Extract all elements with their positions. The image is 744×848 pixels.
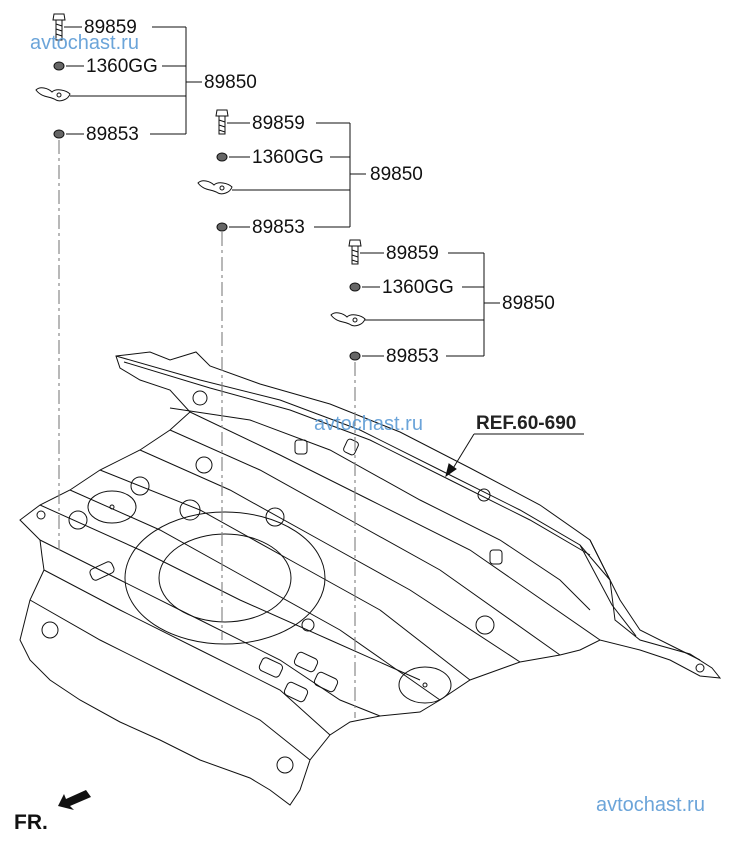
hardware-group-2 bbox=[197, 109, 366, 232]
left-well bbox=[87, 490, 137, 524]
clip-icon bbox=[35, 87, 71, 102]
part-number-nut[interactable]: 89853 bbox=[252, 217, 305, 238]
assembly-number[interactable]: 89850 bbox=[502, 293, 555, 314]
clip-icon bbox=[197, 180, 233, 195]
part-number-bolt[interactable]: 89859 bbox=[84, 17, 137, 38]
front-direction-label: FR. bbox=[14, 811, 48, 834]
arrow-icon bbox=[445, 463, 457, 478]
washer-icon bbox=[53, 61, 65, 71]
reference-label[interactable]: REF.60-690 bbox=[476, 413, 577, 434]
nut-icon bbox=[216, 222, 228, 232]
right-well bbox=[398, 666, 452, 704]
part-number-nut[interactable]: 89853 bbox=[86, 124, 139, 145]
hardware-group-3 bbox=[330, 239, 500, 361]
hardware-group-1 bbox=[35, 13, 202, 139]
watermark: avtochast.ru bbox=[30, 32, 139, 54]
washer-icon bbox=[216, 152, 228, 162]
reference-leader bbox=[445, 433, 584, 478]
bolt-icon bbox=[215, 109, 229, 135]
front-direction-arrow-icon bbox=[58, 790, 91, 810]
bolt-icon bbox=[348, 239, 362, 265]
part-number-bolt[interactable]: 89859 bbox=[252, 113, 305, 134]
floor-panel-outline bbox=[19, 351, 722, 806]
watermark: avtochast.ru bbox=[596, 794, 705, 816]
part-number-bolt[interactable]: 89859 bbox=[386, 243, 439, 264]
part-number-washer[interactable]: 1360GG bbox=[86, 56, 158, 77]
part-number-washer[interactable]: 1360GG bbox=[382, 277, 454, 298]
watermark: avtochast.ru bbox=[314, 413, 423, 435]
spare-tire-well bbox=[158, 533, 292, 623]
part-number-washer[interactable]: 1360GG bbox=[252, 147, 324, 168]
nut-icon bbox=[349, 351, 361, 361]
washer-icon bbox=[349, 282, 361, 292]
bolt-icon bbox=[52, 13, 66, 41]
assembly-number[interactable]: 89850 bbox=[204, 72, 257, 93]
assembly-number[interactable]: 89850 bbox=[370, 164, 423, 185]
clip-icon bbox=[330, 312, 366, 327]
rear-rail bbox=[115, 355, 611, 581]
nut-icon bbox=[53, 129, 65, 139]
part-number-nut[interactable]: 89853 bbox=[386, 346, 439, 367]
